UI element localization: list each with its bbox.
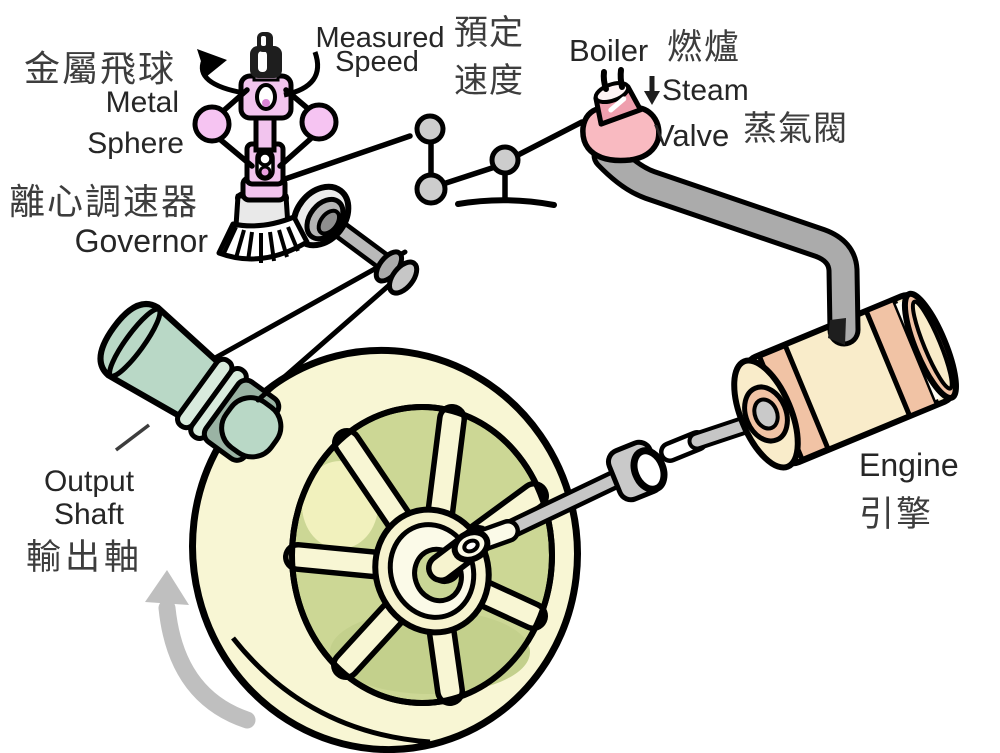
output-shaft — [97, 301, 284, 463]
output-shaft-end — [219, 395, 284, 460]
crank-and-rod — [426, 410, 770, 583]
flywheel-rotation-arrow-icon — [145, 570, 256, 729]
valve-linkage — [282, 113, 585, 208]
governor-drive — [216, 183, 420, 296]
governor-rotation-arrow-icon — [197, 49, 321, 98]
drive-belt — [212, 249, 408, 403]
steam-valve — [580, 67, 662, 164]
pipe-inlet-tip — [828, 318, 846, 345]
governor-assembly — [192, 32, 339, 203]
linkage-ball-top — [414, 113, 446, 145]
sleeve-hole-top — [257, 151, 273, 167]
label-governor-en: Governor — [75, 223, 209, 259]
upper-sleeve-pin — [262, 99, 270, 107]
output-shaft-cap-band — [107, 306, 163, 379]
boiler-prongs — [600, 67, 625, 92]
label-metal-sphere-en-1: Metal — [106, 86, 179, 119]
steam-flow-arrow-icon — [644, 76, 660, 105]
crank-eye-hole — [462, 538, 480, 554]
crosshead-eye — [630, 447, 668, 493]
label-output-shaft-en-2: Shaft — [54, 498, 125, 531]
label-output-shaft-en-1: Output — [44, 465, 135, 498]
engine-cylinder — [731, 290, 959, 471]
label-measured-speed-en-2: Speed — [335, 46, 419, 78]
engine-hub — [752, 397, 780, 431]
engine-band-left — [756, 342, 832, 463]
label-output-shaft-zh: 輸出軸 — [26, 538, 143, 578]
belt-line-lower — [255, 277, 398, 403]
metal-sphere-left — [192, 104, 232, 144]
label-steam-en: Steam — [662, 74, 749, 107]
linkage-ball-bottom — [414, 172, 448, 206]
label-metal-sphere-en-2: Sphere — [87, 127, 184, 160]
label-engine-en: Engine — [859, 447, 959, 483]
label-metal-sphere-zh: 金屬飛球 — [24, 49, 176, 90]
label-governor-zh: 離心調速器 — [9, 182, 199, 223]
upper-sleeve-hole — [255, 83, 277, 111]
label-measured-speed-en-1: Measured — [316, 22, 445, 54]
sleeve-hole-bottom — [258, 165, 272, 179]
nub-slit — [261, 36, 266, 46]
knob-slot — [258, 51, 267, 72]
engine-end-face — [910, 299, 954, 391]
label-boiler-en: Boiler — [569, 33, 648, 68]
flywheel-back-rim-edge — [231, 636, 431, 745]
label-valve-zh: 蒸氣閥 — [743, 109, 848, 149]
flywheel-face-edge — [289, 404, 555, 706]
label-measured-speed-zh-2: 速度 — [454, 61, 524, 101]
drive-pulley — [373, 249, 420, 296]
steam-pipe — [591, 138, 861, 347]
gear-teeth — [222, 226, 300, 263]
link-to-valve — [513, 119, 585, 159]
label-engine-zh: 引擎 — [859, 495, 933, 535]
pivot-base — [455, 197, 557, 208]
label-measured-speed-zh-1: 預定 — [454, 13, 524, 53]
label-valve-en: Valve — [654, 118, 729, 153]
link-sleeve-to-ball — [282, 133, 413, 182]
link-to-pivot — [442, 164, 496, 187]
belt-line-upper — [212, 249, 408, 361]
label-boiler-zh: 燃爐 — [667, 28, 741, 68]
linkage-ball-pivot — [489, 144, 521, 176]
output-shaft-leader-line — [114, 423, 151, 452]
connecting-rod — [499, 472, 624, 538]
metal-sphere-right — [299, 102, 339, 142]
